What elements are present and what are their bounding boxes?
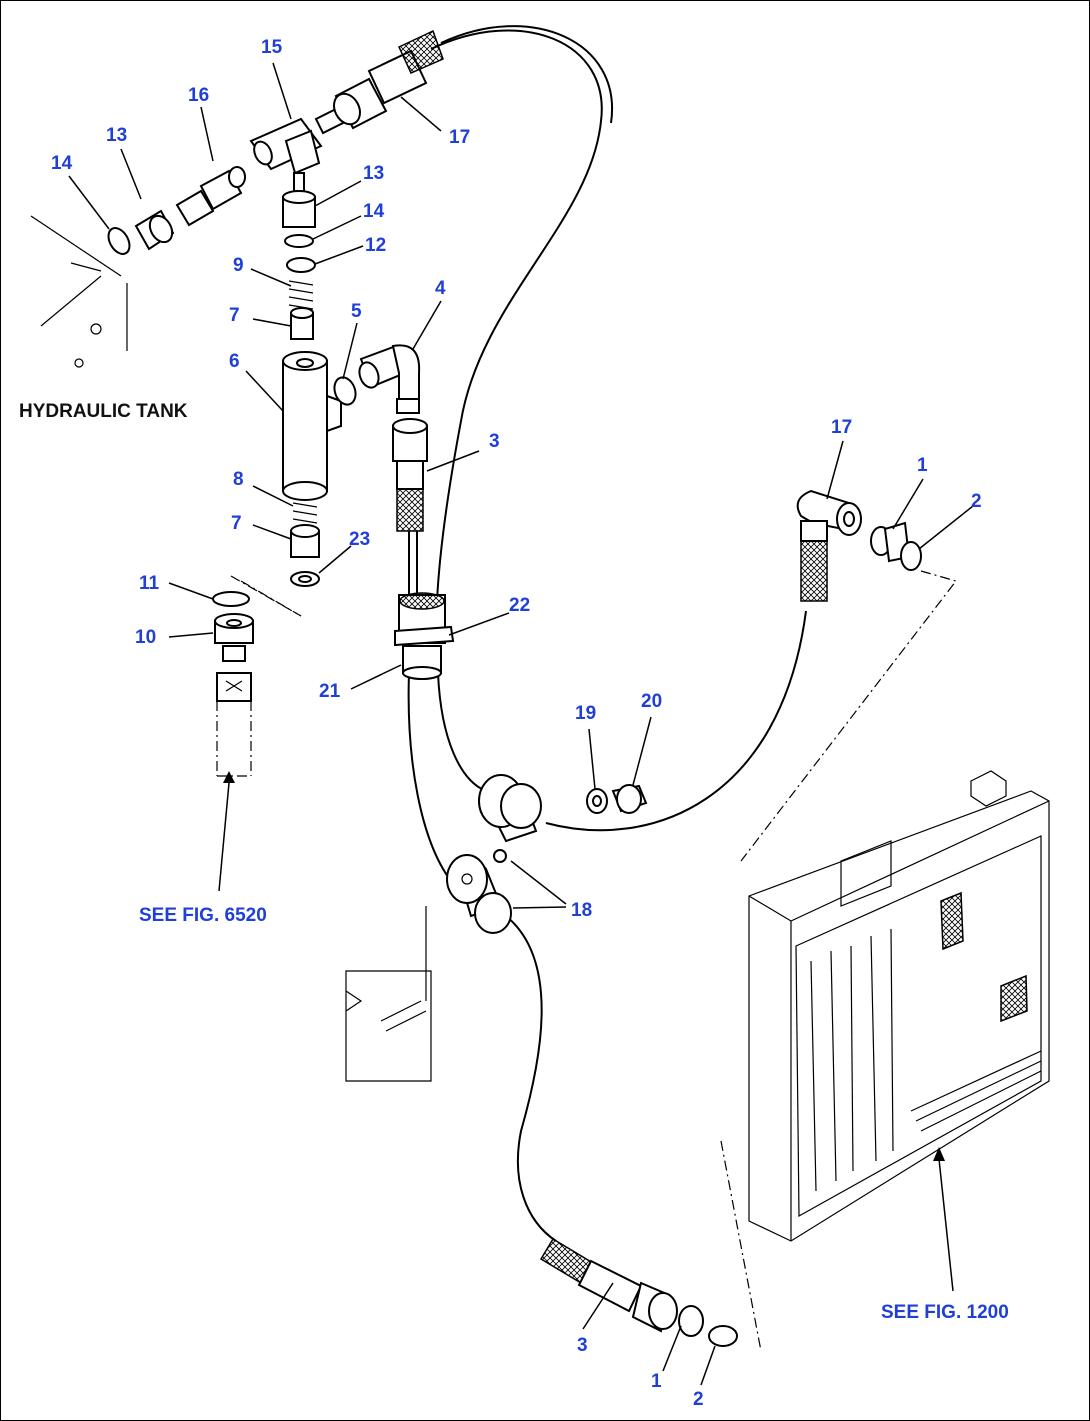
part-number-9: 9 [233,255,244,276]
part-number-23: 23 [349,529,370,550]
part-number-7: 7 [229,305,240,326]
see-fig-6520-label: SEE FIG. 6520 [139,905,267,926]
part-number-21: 21 [319,681,341,702]
see-fig-1200-label: SEE FIG. 1200 [881,1302,1009,1323]
part-number-3: 3 [577,1335,588,1356]
part-number-17: 17 [449,127,470,148]
part-number-6: 6 [229,351,240,372]
part-number-13: 13 [363,163,384,184]
mount-clamps [345,774,648,1082]
part-number-17: 17 [831,417,852,438]
bottom-fitting-assembly [539,1237,738,1347]
part-number-19: 19 [575,703,596,724]
text-labels: HYDRAULIC TANK SEE FIG. 6520 SEE FIG. 12… [19,37,1009,1410]
part-number-12: 12 [365,235,386,256]
radiator [720,770,1050,1352]
hose-lines [407,25,807,1242]
part-number-5: 5 [351,301,362,322]
part-number-15: 15 [261,37,283,58]
part-number-10: 10 [135,627,156,648]
upper-fitting-assembly [107,29,444,255]
valve-stack [240,172,342,617]
part-number-3: 3 [489,431,500,452]
lower-left-fitting [212,575,302,777]
part-number-11: 11 [139,573,160,594]
part-number-2: 2 [971,491,982,512]
tank-wall [30,215,128,368]
part-number-7: 7 [231,513,242,534]
part-number-16: 16 [188,85,209,106]
hose-clamp [394,592,455,680]
part-number-1: 1 [651,1371,662,1392]
elbow-fitting [333,344,428,532]
part-number-20: 20 [641,691,662,712]
hydraulic-tank-label: HYDRAULIC TANK [19,401,188,422]
part-number-2: 2 [693,1389,704,1410]
part-number-22: 22 [509,595,530,616]
part-number-1: 1 [917,455,928,476]
part-number-13: 13 [106,125,127,146]
part-number-18: 18 [571,900,592,921]
part-number-14: 14 [363,201,385,222]
leader-lines [68,62,974,1386]
part-number-8: 8 [233,469,244,490]
part-number-14: 14 [51,153,73,174]
right-elbow-assembly [740,489,958,862]
part-number-4: 4 [435,278,446,299]
